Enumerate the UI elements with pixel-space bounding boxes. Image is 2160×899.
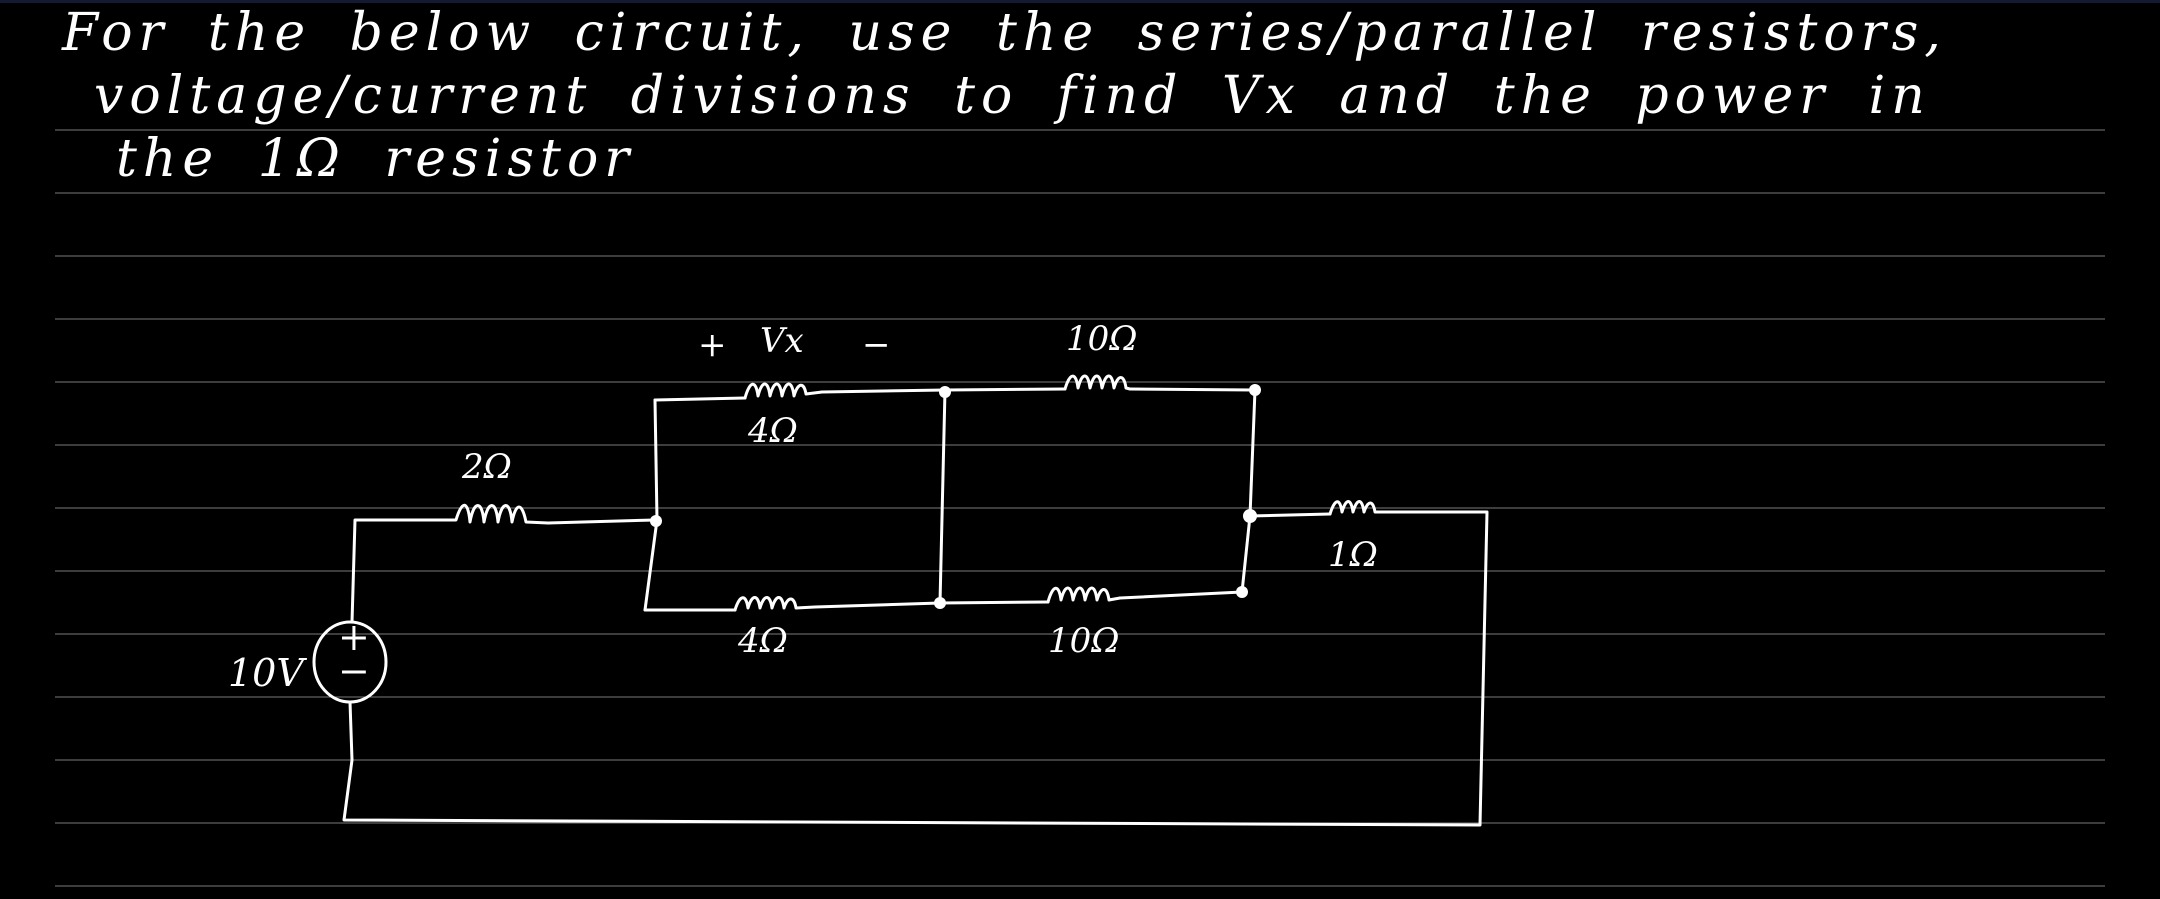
node-left (650, 515, 662, 527)
wire-bridge-left (643, 398, 659, 612)
resistor-top-right: 10Ω (1063, 319, 1137, 391)
wire-top-left-a (653, 396, 747, 402)
voltage-source: + − 10V (228, 615, 388, 704)
wiring (342, 387, 1489, 827)
wire-to-load (1248, 512, 1332, 518)
wire-top-right-a (943, 387, 1067, 392)
source-voltage-label: 10V (228, 651, 307, 695)
resistor-top-right-symbol (1063, 374, 1132, 391)
resistor-bottom-right: 10Ω (1046, 586, 1122, 661)
resistor-bottom-left-label: 4Ω (737, 621, 788, 661)
resistor-top-left: 4Ω (743, 382, 824, 451)
resistor-top-left-label: 4Ω (747, 411, 798, 451)
wire-left-lower (342, 510, 1489, 827)
resistor-bottom-left-symbol (733, 596, 817, 612)
wire-left-upper (350, 518, 442, 624)
node-top-right (1249, 384, 1261, 396)
vx-label: Vx (760, 321, 804, 361)
resistor-load-symbol (1328, 500, 1422, 516)
source-plus-sign: + (338, 615, 370, 659)
problem-line-2: voltage/current divisions to find Vx and… (94, 66, 1931, 126)
node-right (1243, 509, 1257, 523)
resistor-2ohm: 2Ω (438, 447, 550, 525)
node-bottom-middle (934, 597, 946, 609)
node-top-middle (939, 386, 951, 398)
resistor-top-right-label: 10Ω (1066, 319, 1137, 359)
resistor-2ohm-symbol (438, 503, 550, 525)
vx-minus-sign: − (862, 325, 891, 365)
source-minus-sign: − (338, 649, 370, 693)
wire-bottom-right-b (1118, 590, 1244, 600)
problem-line-3: the 1Ω resistor (116, 129, 636, 189)
vx-annotation: + Vx − (698, 321, 891, 365)
resistor-load-label: 1Ω (1328, 535, 1378, 575)
node-bottom-right (1236, 586, 1248, 598)
wire-2ohm-to-node (546, 518, 657, 525)
vx-plus-sign: + (698, 325, 727, 365)
problem-line-1: For the below circuit, use the series/pa… (62, 3, 1947, 63)
resistor-bottom-right-symbol (1046, 586, 1122, 604)
junction-nodes (650, 384, 1261, 609)
wire-bridge-right (1240, 388, 1257, 594)
wire-top-left-b (820, 388, 947, 394)
wire-bottom-left-b (813, 601, 942, 609)
wire-top-right-b (1128, 387, 1257, 392)
resistor-bottom-left: 4Ω (733, 596, 817, 661)
resistor-top-left-symbol (743, 382, 824, 400)
resistor-load-1ohm: 1Ω (1328, 500, 1422, 575)
canvas-top-edge (0, 0, 2160, 3)
wire-bottom-right-a (938, 600, 1050, 605)
problem-statement: For the below circuit, use the series/pa… (62, 2, 2122, 191)
resistor-2ohm-label: 2Ω (461, 447, 512, 487)
wire-bridge-middle (938, 388, 947, 605)
resistor-bottom-right-label: 10Ω (1048, 621, 1119, 661)
notebook-rule-lines (55, 129, 2105, 887)
